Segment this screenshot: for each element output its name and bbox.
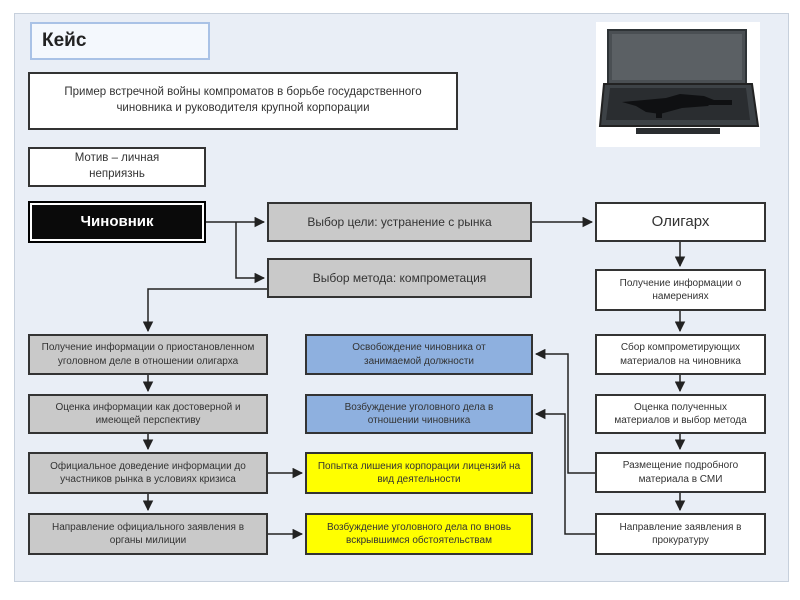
- left-step-3: Официальное доведение информации до учас…: [28, 452, 268, 494]
- right-step-5-text: Направление заявления в прокуратуру: [619, 521, 742, 547]
- result-license-text: Попытка лишения корпорации лицензий на в…: [317, 460, 521, 486]
- left-step-2-text: Оценка информации как достоверной и имею…: [55, 401, 241, 427]
- goal-text: Выбор цели: устранение с рынка: [307, 214, 492, 229]
- result-case-corporation: Возбуждение уголовного дела по вновь вск…: [305, 513, 533, 555]
- left-step-2: Оценка информации как достоверной и имею…: [28, 394, 268, 434]
- left-step-1: Получение информации о приостановленном …: [28, 334, 268, 375]
- right-step-3: Оценка полученных материалов и выбор мет…: [595, 394, 766, 434]
- right-step-2: Сбор компрометирующих материалов на чино…: [595, 334, 766, 375]
- motive-box: Мотив – личная неприязнь: [28, 147, 206, 187]
- method-text: Выбор метода: компрометация: [312, 270, 487, 285]
- right-step-1: Получение информации о намерениях: [595, 269, 766, 311]
- case-description: Пример встречной войны компроматов в бор…: [28, 72, 458, 130]
- right-step-1-text: Получение информации о намерениях: [619, 277, 742, 303]
- oligarch-label: Олигарх: [651, 212, 710, 230]
- case-description-text: Пример встречной войны компроматов в бор…: [64, 86, 422, 114]
- case-title: Кейс: [30, 22, 210, 60]
- left-step-4-text: Направление официального заявления в орг…: [51, 521, 245, 547]
- result-dismissal: Освобождение чиновника от занимаемой дол…: [305, 334, 533, 375]
- result-case-corporation-text: Возбуждение уголовного дела по вновь вск…: [326, 521, 512, 547]
- right-step-4: Размещение подробного материала в СМИ: [595, 452, 766, 493]
- result-license: Попытка лишения корпорации лицензий на в…: [305, 452, 533, 494]
- gun-case-photo: [596, 22, 760, 147]
- arrow-right5-case-official: [534, 408, 595, 535]
- right-step-3-text: Оценка полученных материалов и выбор мет…: [614, 401, 747, 427]
- goal-box: Выбор цели: устранение с рынка: [267, 202, 532, 242]
- right-step-4-text: Размещение подробного материала в СМИ: [622, 460, 739, 485]
- left-step-1-text: Получение информации о приостановленном …: [41, 342, 255, 367]
- oligarch-box: Олигарх: [595, 202, 766, 242]
- method-box: Выбор метода: компрометация: [267, 258, 532, 298]
- motive-text: Мотив – личная неприязнь: [74, 152, 160, 180]
- result-dismissal-text: Освобождение чиновника от занимаемой дол…: [352, 342, 486, 367]
- arrow-method-left: [142, 288, 267, 333]
- left-step-4: Направление официального заявления в орг…: [28, 513, 268, 555]
- official-label: Чиновник: [80, 212, 154, 230]
- right-step-2-text: Сбор компрометирующих материалов на чино…: [620, 342, 741, 367]
- result-case-official-text: Возбуждение уголовного дела в отношении …: [344, 401, 494, 427]
- left-step-3-text: Официальное доведение информации до учас…: [50, 460, 246, 486]
- official-box: Чиновник: [28, 201, 206, 243]
- arrow-official-method: [235, 222, 266, 284]
- right-step-5: Направление заявления в прокуратуру: [595, 513, 766, 555]
- result-case-official: Возбуждение уголовного дела в отношении …: [305, 394, 533, 434]
- arrow-right4-dismissal: [534, 348, 595, 474]
